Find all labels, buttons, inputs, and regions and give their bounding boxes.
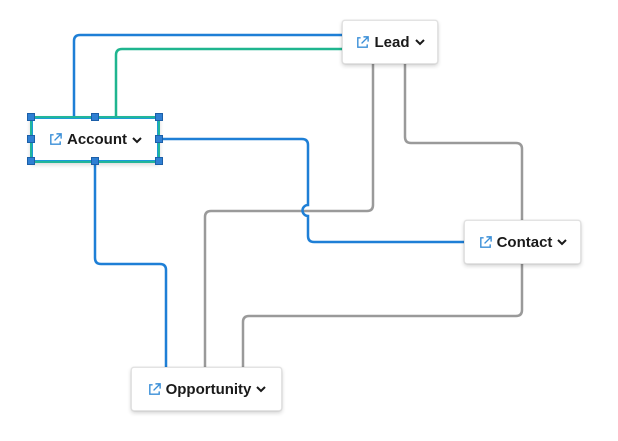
chevron-down-icon[interactable] xyxy=(132,136,142,144)
node-lead[interactable]: Lead xyxy=(342,20,438,64)
link-account-contact[interactable] xyxy=(158,137,465,244)
link-account-opportunity[interactable] xyxy=(93,162,168,367)
chevron-down-icon[interactable] xyxy=(414,38,425,46)
external-link-icon[interactable] xyxy=(147,382,162,397)
node-label: Contact xyxy=(496,233,553,251)
link-account-lead-primary[interactable] xyxy=(72,33,343,116)
resize-handle-left[interactable] xyxy=(27,135,35,143)
external-link-icon[interactable] xyxy=(355,35,370,50)
external-link-icon[interactable] xyxy=(478,235,493,250)
resize-handle-right[interactable] xyxy=(155,135,163,143)
resize-handle-top-right[interactable] xyxy=(155,113,163,121)
chevron-down-icon[interactable] xyxy=(256,385,267,393)
node-contact[interactable]: Contact xyxy=(464,220,581,264)
link-lead-opportunity[interactable] xyxy=(203,64,375,367)
resize-handle-bottom-right[interactable] xyxy=(155,157,163,165)
resize-handle-bottom[interactable] xyxy=(91,157,99,165)
node-label: Account xyxy=(67,131,127,148)
link-contact-opportunity[interactable] xyxy=(241,264,524,367)
resize-handle-top[interactable] xyxy=(91,113,99,121)
link-lead-contact[interactable] xyxy=(403,64,524,220)
chevron-down-icon[interactable] xyxy=(557,238,568,246)
resize-handle-top-left[interactable] xyxy=(27,113,35,121)
node-opportunity[interactable]: Opportunity xyxy=(131,367,282,411)
node-label: Opportunity xyxy=(165,380,252,398)
resize-handle-bottom-left[interactable] xyxy=(27,157,35,165)
link-account-lead-secondary[interactable] xyxy=(114,47,343,116)
node-account[interactable]: Account xyxy=(30,116,160,163)
external-link-icon[interactable] xyxy=(48,132,63,147)
node-label: Lead xyxy=(374,33,410,51)
